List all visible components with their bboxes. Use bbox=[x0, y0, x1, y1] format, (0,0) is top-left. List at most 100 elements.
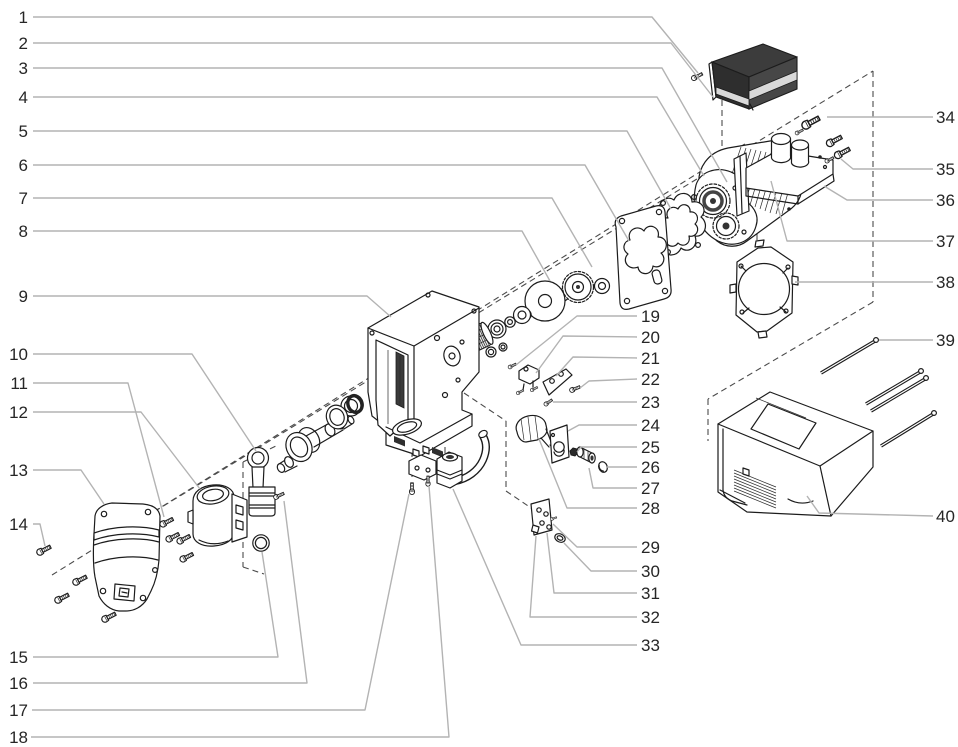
leader-line-19 bbox=[515, 315, 637, 366]
callout-24: 24 bbox=[641, 416, 660, 435]
callout-17: 17 bbox=[9, 701, 28, 720]
leader-line-37 bbox=[770, 180, 933, 242]
callout-15: 15 bbox=[9, 648, 28, 667]
callout-16: 16 bbox=[9, 674, 28, 693]
leader-line-10 bbox=[33, 353, 257, 452]
piston-oring bbox=[252, 534, 270, 552]
callout-5: 5 bbox=[19, 122, 28, 141]
leader-line-40 bbox=[806, 495, 934, 517]
shroud-vents bbox=[733, 469, 777, 509]
pump-head-and-hose bbox=[436, 429, 490, 489]
callout-33: 33 bbox=[641, 636, 660, 655]
leader-line-8 bbox=[33, 230, 551, 282]
pressure-switch-group bbox=[507, 361, 582, 408]
leader-line-30 bbox=[563, 542, 637, 572]
leader-line-5 bbox=[33, 130, 672, 210]
leader-line-21 bbox=[555, 356, 638, 377]
callout-3: 3 bbox=[19, 59, 28, 78]
motor-baffle-cover bbox=[708, 43, 798, 111]
callout-4: 4 bbox=[19, 88, 28, 107]
transducer-assembly bbox=[515, 414, 608, 473]
callout-32: 32 bbox=[641, 608, 660, 627]
callout-25: 25 bbox=[641, 438, 660, 457]
motor-mounting-plate bbox=[729, 239, 799, 339]
leader-line-18 bbox=[31, 485, 450, 738]
gear-housing-gasket bbox=[614, 205, 672, 310]
mount-bolts bbox=[794, 113, 852, 165]
leader-line-16 bbox=[33, 500, 308, 684]
leader-line-4 bbox=[33, 96, 705, 177]
callout-8: 8 bbox=[19, 222, 28, 241]
motor-mount-bracket bbox=[733, 132, 835, 217]
leader-line-14 bbox=[33, 523, 46, 547]
drive-housing bbox=[367, 290, 480, 458]
callout-30: 30 bbox=[641, 562, 660, 581]
callout-35: 35 bbox=[936, 160, 955, 179]
callout-10: 10 bbox=[9, 345, 28, 364]
callout-26: 26 bbox=[641, 458, 660, 477]
callout-numbers: 1234567891011121314151617181920212223242… bbox=[9, 8, 955, 747]
callout-28: 28 bbox=[641, 499, 660, 518]
leader-line-20 bbox=[535, 335, 638, 374]
leader-line-35 bbox=[840, 158, 933, 170]
leader-line-2 bbox=[33, 42, 714, 98]
callout-19: 19 bbox=[641, 307, 660, 326]
motor-shroud bbox=[717, 391, 874, 517]
callout-12: 12 bbox=[9, 403, 28, 422]
leader-line-9 bbox=[33, 295, 392, 318]
callout-11: 11 bbox=[10, 374, 28, 393]
leader-line-27 bbox=[588, 467, 637, 489]
leader-line-7 bbox=[33, 197, 593, 268]
leader-line-28 bbox=[538, 438, 637, 509]
callout-7: 7 bbox=[19, 189, 28, 208]
tie-rods bbox=[820, 337, 937, 448]
callout-22: 22 bbox=[641, 370, 660, 389]
callout-36: 36 bbox=[936, 191, 955, 210]
block-screw-a bbox=[409, 482, 415, 496]
capacitors bbox=[770, 132, 810, 168]
callout-39: 39 bbox=[936, 331, 955, 350]
leader-line-22 bbox=[579, 378, 638, 389]
leader-line-31 bbox=[546, 532, 637, 594]
cylinder-clamp bbox=[187, 484, 248, 547]
leader-line-24 bbox=[567, 424, 637, 432]
leader-line-32 bbox=[529, 535, 637, 618]
leader-line-25 bbox=[576, 446, 637, 453]
callout-27: 27 bbox=[641, 479, 660, 498]
callout-31: 31 bbox=[641, 584, 660, 603]
callout-2: 2 bbox=[19, 34, 28, 53]
callout-37: 37 bbox=[936, 232, 955, 251]
block-screw-b bbox=[425, 475, 431, 487]
crank-orings bbox=[325, 393, 364, 430]
leader-line-15 bbox=[33, 551, 279, 658]
leader-line-36 bbox=[823, 185, 933, 201]
leader-line-13 bbox=[33, 469, 105, 505]
callout-6: 6 bbox=[19, 156, 28, 175]
leader-line-12 bbox=[33, 411, 201, 490]
callout-40: 40 bbox=[936, 507, 955, 526]
leader-line-33 bbox=[452, 488, 637, 646]
callout-29: 29 bbox=[641, 538, 660, 557]
front-cover bbox=[92, 502, 161, 612]
callout-13: 13 bbox=[9, 461, 28, 480]
leader-line-3 bbox=[33, 67, 728, 183]
callout-34: 34 bbox=[936, 108, 955, 127]
callout-21: 21 bbox=[641, 349, 660, 368]
second-stage-gear bbox=[554, 270, 595, 304]
outlet-valve-plate bbox=[530, 498, 566, 543]
callout-23: 23 bbox=[641, 393, 660, 412]
callout-9: 9 bbox=[19, 287, 28, 306]
inlet-valve-block bbox=[408, 445, 437, 481]
callout-18: 18 bbox=[9, 728, 28, 747]
leader-line-1 bbox=[33, 16, 699, 74]
callout-20: 20 bbox=[641, 328, 660, 347]
leader-line-17 bbox=[32, 493, 410, 711]
leader-line-29 bbox=[552, 523, 637, 548]
thrust-washer bbox=[512, 305, 532, 325]
cap bbox=[598, 461, 608, 473]
leader-lines bbox=[31, 16, 934, 738]
gear-train bbox=[460, 270, 611, 358]
callout-14: 14 bbox=[9, 515, 28, 534]
